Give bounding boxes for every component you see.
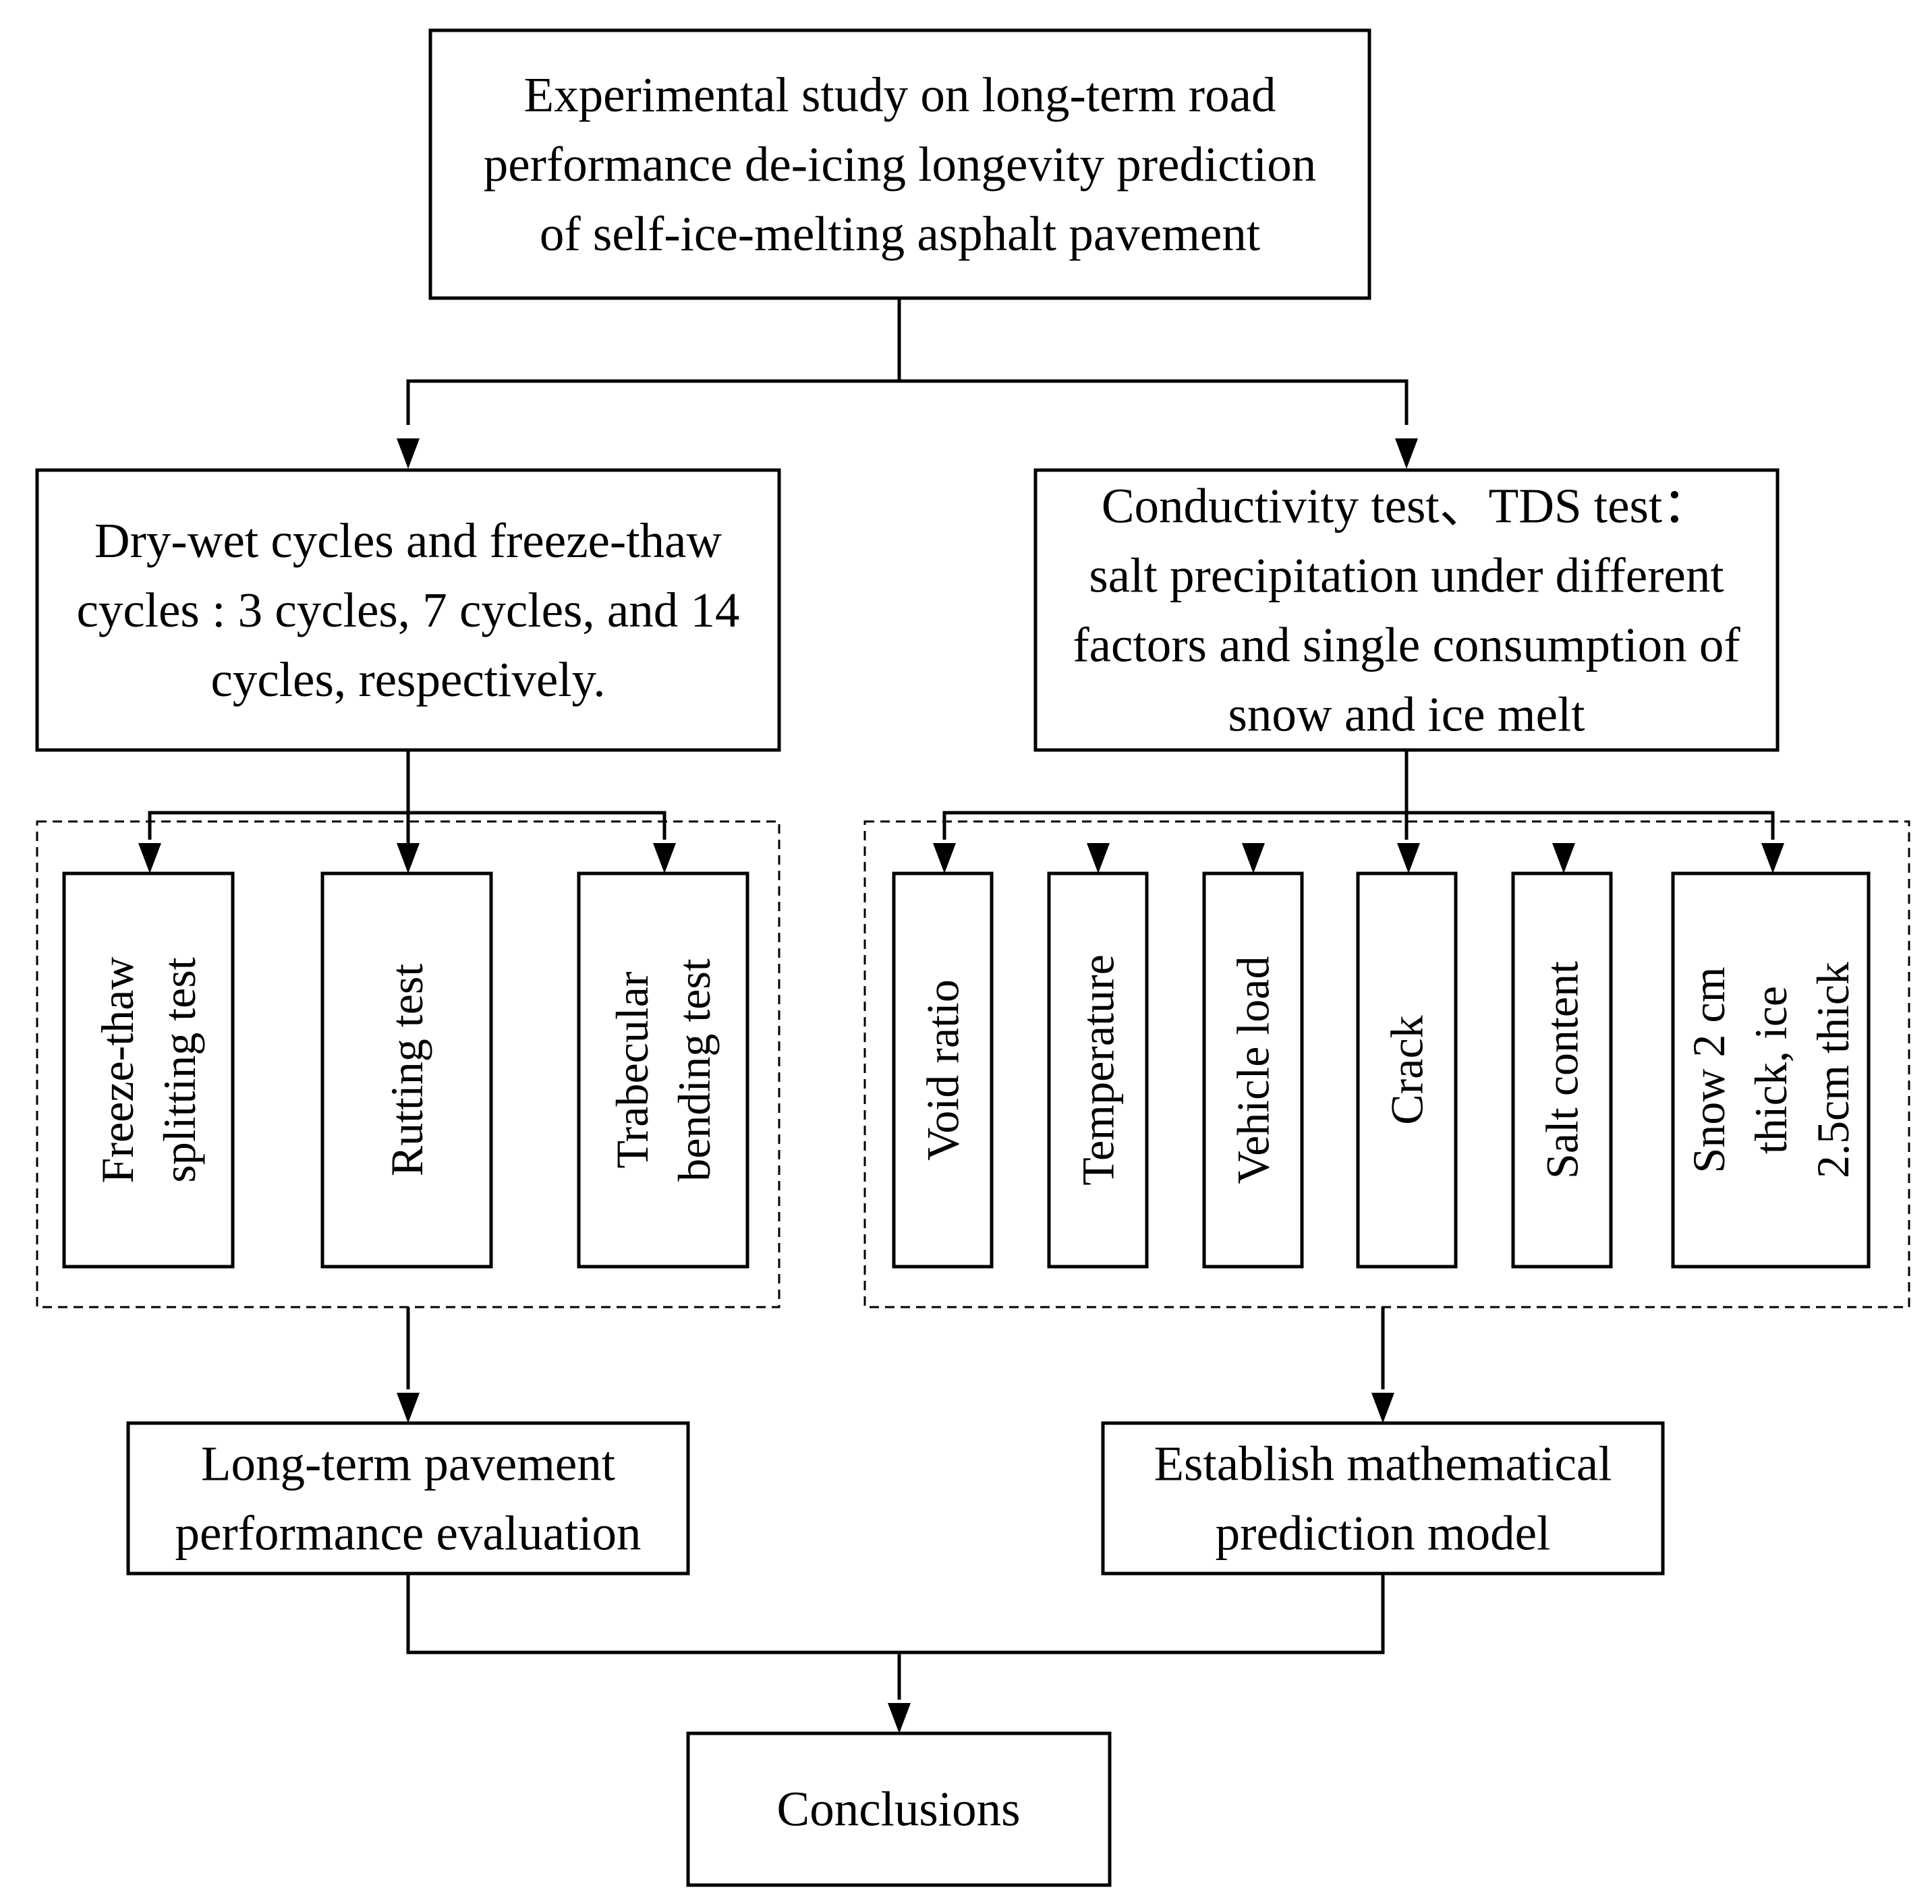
right-result-box-border xyxy=(1101,1421,1665,1576)
test-box-3-border xyxy=(577,871,749,1269)
left-result-box-border xyxy=(126,1421,690,1576)
factor-box-3-border xyxy=(1202,871,1304,1269)
right-branch-box-border xyxy=(1033,468,1780,752)
arrow-to-factor-4 xyxy=(1397,843,1420,873)
arrow-to-factor-2 xyxy=(1087,843,1110,873)
left-bus xyxy=(148,811,666,840)
title-box-line-3: of self-ice-melting asphalt pavement xyxy=(540,206,1260,261)
left-branch-box-line-1: Dry-wet cycles and freeze-thaw xyxy=(94,513,722,568)
factor-box-1-line-1: Void ratio xyxy=(917,979,969,1161)
arrow-to-test-3 xyxy=(653,843,676,873)
arrow-to-left-branch xyxy=(397,438,420,469)
title-box-line-1: Experimental study on long-term road xyxy=(524,67,1276,122)
left-result-box-line-2: performance evaluation xyxy=(175,1506,641,1561)
factor-box-5-line-1: Salt content xyxy=(1537,961,1588,1179)
right-factors-group xyxy=(863,820,1910,1308)
arrow-to-factor-6 xyxy=(1761,843,1784,873)
factor-box-6-border xyxy=(1671,871,1871,1269)
left-branch-box: Dry-wet cycles and freeze-thaw cycles : 3… xyxy=(35,468,781,752)
factor-box-4-border xyxy=(1356,871,1458,1269)
conclusion-box-border xyxy=(686,1731,1112,1887)
right-branch-box-line-1: Conductivity test、TDS test： xyxy=(1102,479,1711,533)
connector-lines xyxy=(138,298,1784,1733)
factor-box-1-border xyxy=(892,871,994,1269)
factor-box-3: Vehicle load xyxy=(1202,871,1304,1269)
factor-box-5-border xyxy=(1511,871,1613,1269)
factor-box-3-line-1: Vehicle load xyxy=(1228,956,1279,1184)
factor-box-2: Temperature xyxy=(1047,871,1149,1269)
right-result-box-line-2: prediction model xyxy=(1216,1506,1551,1561)
test-box-2: Rutting test xyxy=(320,871,493,1269)
top-branch xyxy=(406,379,1409,425)
arrow-to-conclusion xyxy=(888,1703,911,1733)
factor-box-4: Crack xyxy=(1356,871,1458,1269)
arrow-to-factor-5 xyxy=(1552,843,1575,873)
factor-box-2-border xyxy=(1047,871,1149,1269)
right-branch-box-line-4: snow and ice melt xyxy=(1228,687,1585,742)
conclusion-box: Conclusions xyxy=(686,1731,1112,1887)
factor-box-4-line-1: Crack xyxy=(1382,1015,1433,1124)
test-box-1-line-2: splitting test xyxy=(154,957,205,1182)
arrow-to-factor-1 xyxy=(933,843,956,873)
test-box-2-border xyxy=(320,871,493,1269)
arrow-to-right-branch xyxy=(1395,438,1418,469)
factor-box-5: Salt content xyxy=(1511,871,1613,1269)
factor-box-6-line-3: 2.5cm thick xyxy=(1807,962,1858,1178)
factor-box-2-line-1: Temperature xyxy=(1073,954,1124,1186)
test-box-1-line-1: Freeze-thaw xyxy=(92,956,143,1183)
left-branch-box-border xyxy=(35,468,781,752)
test-box-2-line-1: Rutting test xyxy=(381,964,432,1177)
left-tests-group xyxy=(36,820,780,1308)
arrow-to-test-2 xyxy=(397,843,420,873)
right-branch-box-line-3: factors and single consumption of xyxy=(1073,618,1740,672)
title-box-line-2: performance de-icing longevity predictio… xyxy=(484,137,1316,192)
boxes: Experimental study on long-term road perf… xyxy=(35,28,1871,1887)
left-branch-box-line-3: cycles, respectively. xyxy=(210,652,605,707)
right-branch-box: Conductivity test、TDS test： salt precipit… xyxy=(1033,468,1780,752)
left-result-box-line-1: Long-term pavement xyxy=(201,1437,615,1491)
right-branch-box-line-2: salt precipitation under different xyxy=(1089,548,1724,603)
test-box-3-line-1: Trabecular xyxy=(606,971,658,1168)
arrow-to-factor-3 xyxy=(1242,843,1265,873)
test-box-1-border xyxy=(62,871,235,1269)
right-result-box-line-1: Establish mathematical xyxy=(1154,1437,1612,1491)
factor-box-6-line-2: thick, ice xyxy=(1745,986,1796,1154)
right-result-box: Establish mathematical prediction model xyxy=(1101,1421,1665,1576)
factor-box-1: Void ratio xyxy=(892,871,994,1269)
factor-box-6-line-1: Snow 2 cm xyxy=(1683,967,1734,1174)
left-branch-box-line-2: cycles : 3 cycles, 7 cycles, and 14 xyxy=(76,583,739,637)
test-box-3-line-2: bending test xyxy=(669,958,720,1182)
arrow-to-right-result xyxy=(1371,1393,1394,1423)
conclusion-label: Conclusions xyxy=(777,1782,1021,1837)
title-box: Experimental study on long-term road perf… xyxy=(428,28,1371,300)
title-box-border xyxy=(428,28,1371,300)
results-merge xyxy=(406,1574,1385,1654)
right-bus xyxy=(942,811,1775,840)
arrow-to-left-result xyxy=(397,1393,420,1423)
arrow-to-test-1 xyxy=(138,843,161,873)
left-result-box: Long-term pavement performance evaluation xyxy=(126,1421,690,1576)
